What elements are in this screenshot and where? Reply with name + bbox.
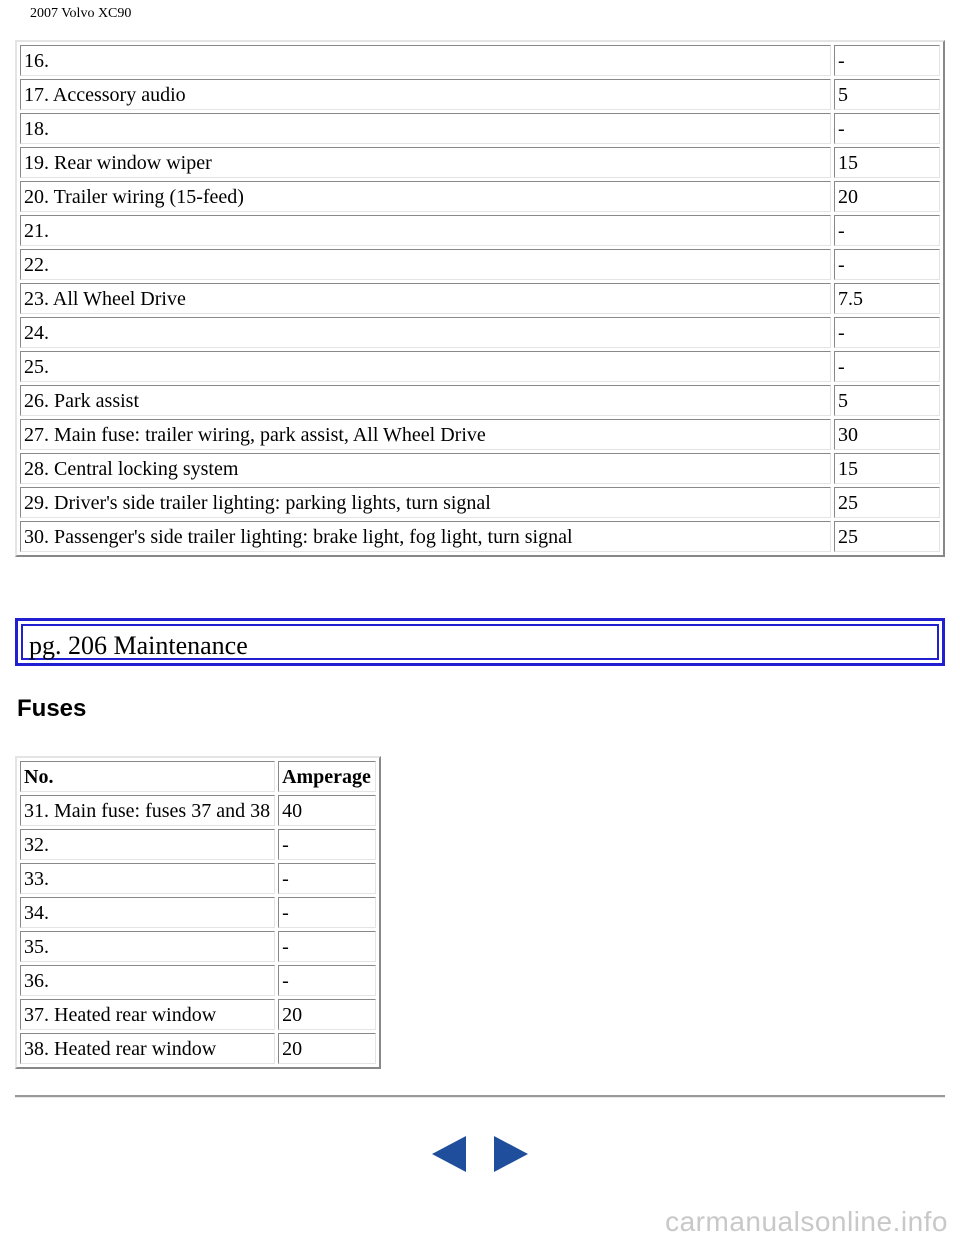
column-header-no: No. (20, 761, 276, 792)
table-row: 21.- (20, 215, 940, 246)
fuse-amperage-cell: - (278, 965, 376, 996)
page-section-label: pg. 206 Maintenance (21, 624, 939, 660)
fuse-description-cell: 29. Driver's side trailer lighting: park… (20, 487, 831, 518)
fuse-description-cell: 38. Heated rear window (20, 1033, 276, 1064)
fuse-description-cell: 21. (20, 215, 831, 246)
fuse-amperage-cell: - (834, 113, 940, 144)
next-page-arrow-icon[interactable] (494, 1136, 528, 1172)
table-row: 25.- (20, 351, 940, 382)
fuse-amperage-cell: 20 (278, 999, 376, 1030)
table-row: 29. Driver's side trailer lighting: park… (20, 487, 940, 518)
table-row: 27. Main fuse: trailer wiring, park assi… (20, 419, 940, 450)
fuse-description-cell: 33. (20, 863, 276, 894)
fuse-description-cell: 37. Heated rear window (20, 999, 276, 1030)
table-row: 36.- (20, 965, 376, 996)
footer-divider (15, 1095, 945, 1098)
fuse-amperage-cell: - (278, 829, 376, 860)
table-row: 33.- (20, 863, 376, 894)
table-row: 24.- (20, 317, 940, 348)
fuse-amperage-cell: 25 (834, 521, 940, 552)
table-row: 16.- (20, 45, 940, 76)
fuse-description-cell: 17. Accessory audio (20, 79, 831, 110)
section-heading: Fuses (17, 695, 87, 722)
fuse-description-cell: 36. (20, 965, 276, 996)
fuse-amperage-cell: 20 (278, 1033, 376, 1064)
fuse-amperage-cell: 5 (834, 385, 940, 416)
fuse-description-cell: 20. Trailer wiring (15-feed) (20, 181, 831, 212)
table-row: 18.- (20, 113, 940, 144)
fuse-description-cell: 16. (20, 45, 831, 76)
fuse-description-cell: 27. Main fuse: trailer wiring, park assi… (20, 419, 831, 450)
fuse-description-cell: 28. Central locking system (20, 453, 831, 484)
fuse-description-cell: 32. (20, 829, 276, 860)
column-header-amperage: Amperage (278, 761, 376, 792)
fuse-amperage-cell: - (834, 317, 940, 348)
page-section-bar: pg. 206 Maintenance (15, 618, 945, 666)
fuse-amperage-cell: 5 (834, 79, 940, 110)
fuse-amperage-cell: - (834, 249, 940, 280)
fuse-description-cell: 30. Passenger's side trailer lighting: b… (20, 521, 831, 552)
fuse-description-cell: 22. (20, 249, 831, 280)
fuse-description-cell: 34. (20, 897, 276, 928)
fuse-table: No. Amperage 31. Main fuse: fuses 37 and… (15, 756, 381, 1069)
fuse-amperage-cell: 7.5 (834, 283, 940, 314)
fuse-description-cell: 23. All Wheel Drive (20, 283, 831, 314)
table-row: 22.- (20, 249, 940, 280)
fuse-amperage-cell: 20 (834, 181, 940, 212)
fuse-amperage-cell: - (278, 863, 376, 894)
fuse-amperage-cell: - (834, 351, 940, 382)
fuse-amperage-cell: 25 (834, 487, 940, 518)
table-row: 30. Passenger's side trailer lighting: b… (20, 521, 940, 552)
fuse-amperage-cell: 30 (834, 419, 940, 450)
table-row: 32.- (20, 829, 376, 860)
document-header-title: 2007 Volvo XC90 (30, 6, 132, 21)
fuse-amperage-cell: 15 (834, 453, 940, 484)
fuse-description-cell: 19. Rear window wiper (20, 147, 831, 178)
table-row: 20. Trailer wiring (15-feed)20 (20, 181, 940, 212)
table-header-row: No. Amperage (20, 761, 376, 792)
fuse-amperage-cell: 40 (278, 795, 376, 826)
fuse-amperage-cell: - (278, 897, 376, 928)
fuse-description-cell: 31. Main fuse: fuses 37 and 38 (20, 795, 276, 826)
fuse-amperage-cell: - (834, 45, 940, 76)
fuse-description-cell: 18. (20, 113, 831, 144)
fuse-amperage-cell: - (834, 215, 940, 246)
table-row: 35.- (20, 931, 376, 962)
previous-page-arrow-icon[interactable] (432, 1136, 466, 1172)
fuse-amperage-cell: - (278, 931, 376, 962)
fuse-amperage-cell: 15 (834, 147, 940, 178)
fuse-description-cell: 25. (20, 351, 831, 382)
watermark-text: carmanualsonline.info (665, 1206, 948, 1237)
fuse-description-cell: 24. (20, 317, 831, 348)
table-row: 34.- (20, 897, 376, 928)
fuse-description-cell: 35. (20, 931, 276, 962)
fuse-description-cell: 26. Park assist (20, 385, 831, 416)
